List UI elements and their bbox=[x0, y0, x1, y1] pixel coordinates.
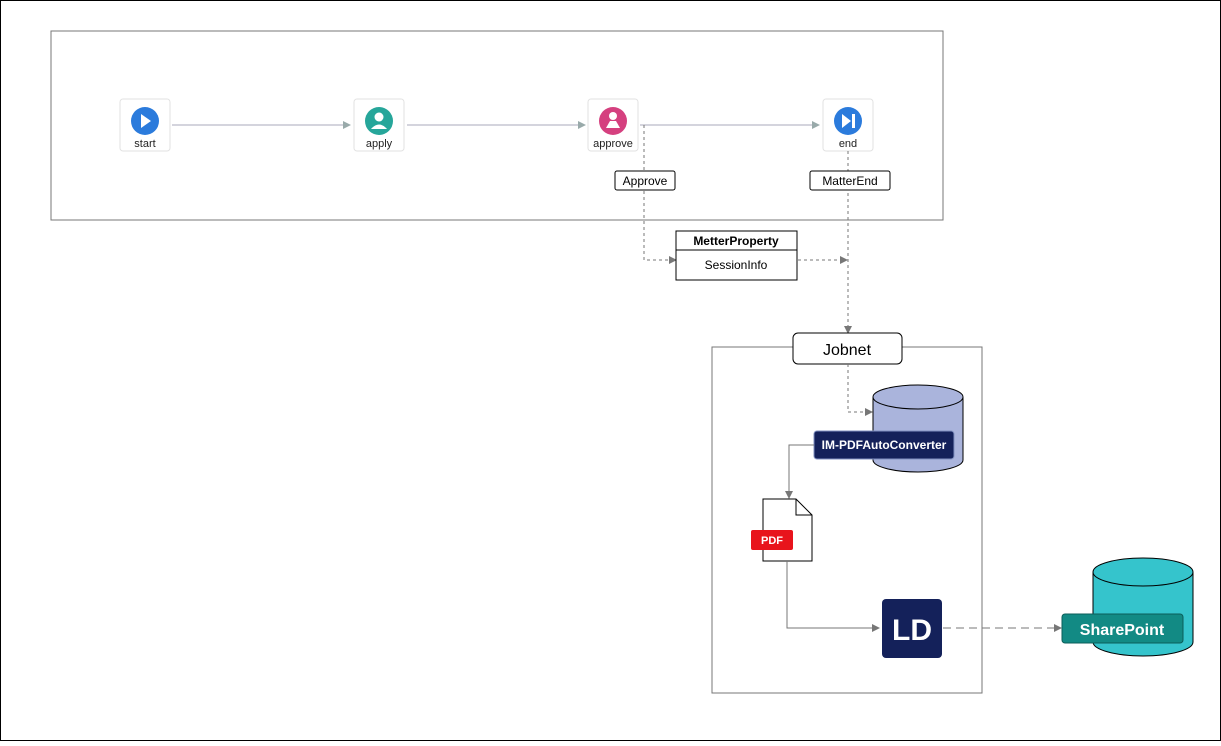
node-start-label: start bbox=[134, 138, 155, 150]
connector-converter-pdf bbox=[785, 444, 814, 499]
ld-tile[interactable]: LD bbox=[882, 599, 942, 658]
event-approve-box bbox=[614, 170, 676, 191]
jobnet-title-label: Jobnet bbox=[823, 342, 872, 359]
property-box[interactable]: MetterProperty SessionInfo bbox=[675, 230, 798, 281]
pdf-badge-label: PDF bbox=[761, 535, 783, 547]
person-body bbox=[371, 124, 387, 129]
node-end-label: end bbox=[839, 138, 857, 150]
sharepoint-db-top bbox=[1092, 557, 1194, 587]
skip-end-triangle bbox=[842, 114, 851, 128]
workflow-container bbox=[50, 30, 944, 221]
converter-database[interactable]: IM-PDFAutoConverter bbox=[813, 384, 964, 473]
connector-jobnet-converter bbox=[847, 364, 873, 416]
sharepoint-label: SharePoint bbox=[1080, 622, 1165, 639]
node-approve-label: approve bbox=[593, 138, 633, 150]
event-matter-end-box bbox=[809, 170, 891, 191]
sharepoint-label-box bbox=[1061, 613, 1184, 644]
approver-body bbox=[606, 121, 620, 128]
person-head bbox=[374, 112, 384, 122]
sharepoint-database[interactable]: SharePoint bbox=[1061, 557, 1194, 657]
property-header: MetterProperty bbox=[693, 234, 779, 248]
event-matter-end-label: MatterEnd bbox=[822, 174, 877, 188]
connector-approve-property bbox=[643, 125, 677, 264]
event-approve[interactable]: Approve bbox=[614, 170, 676, 191]
play-glyph bbox=[141, 114, 151, 128]
node-start[interactable]: start bbox=[119, 98, 171, 152]
connector-pdf-ld bbox=[786, 561, 880, 632]
event-approve-label: Approve bbox=[623, 174, 668, 188]
node-apply-label: apply bbox=[366, 138, 393, 150]
node-end[interactable]: end bbox=[822, 98, 874, 152]
ld-tile-box bbox=[882, 599, 942, 658]
converter-db-top bbox=[872, 384, 964, 410]
event-matter-end[interactable]: MatterEnd bbox=[809, 170, 891, 191]
skip-end-bar bbox=[852, 114, 855, 128]
approver-head bbox=[609, 112, 617, 120]
pdf-page-fold bbox=[795, 499, 812, 516]
pdf-document[interactable]: PDF bbox=[751, 498, 813, 562]
node-apply[interactable]: apply bbox=[353, 98, 405, 152]
pdf-badge bbox=[751, 530, 793, 550]
jobnet-title[interactable]: Jobnet bbox=[792, 332, 903, 365]
property-body: SessionInfo bbox=[705, 258, 768, 272]
ld-label: LD bbox=[892, 614, 932, 647]
property-box-frame bbox=[675, 230, 798, 281]
node-approve[interactable]: approve bbox=[587, 98, 639, 152]
converter-label: IM-PDFAutoConverter bbox=[822, 438, 947, 452]
